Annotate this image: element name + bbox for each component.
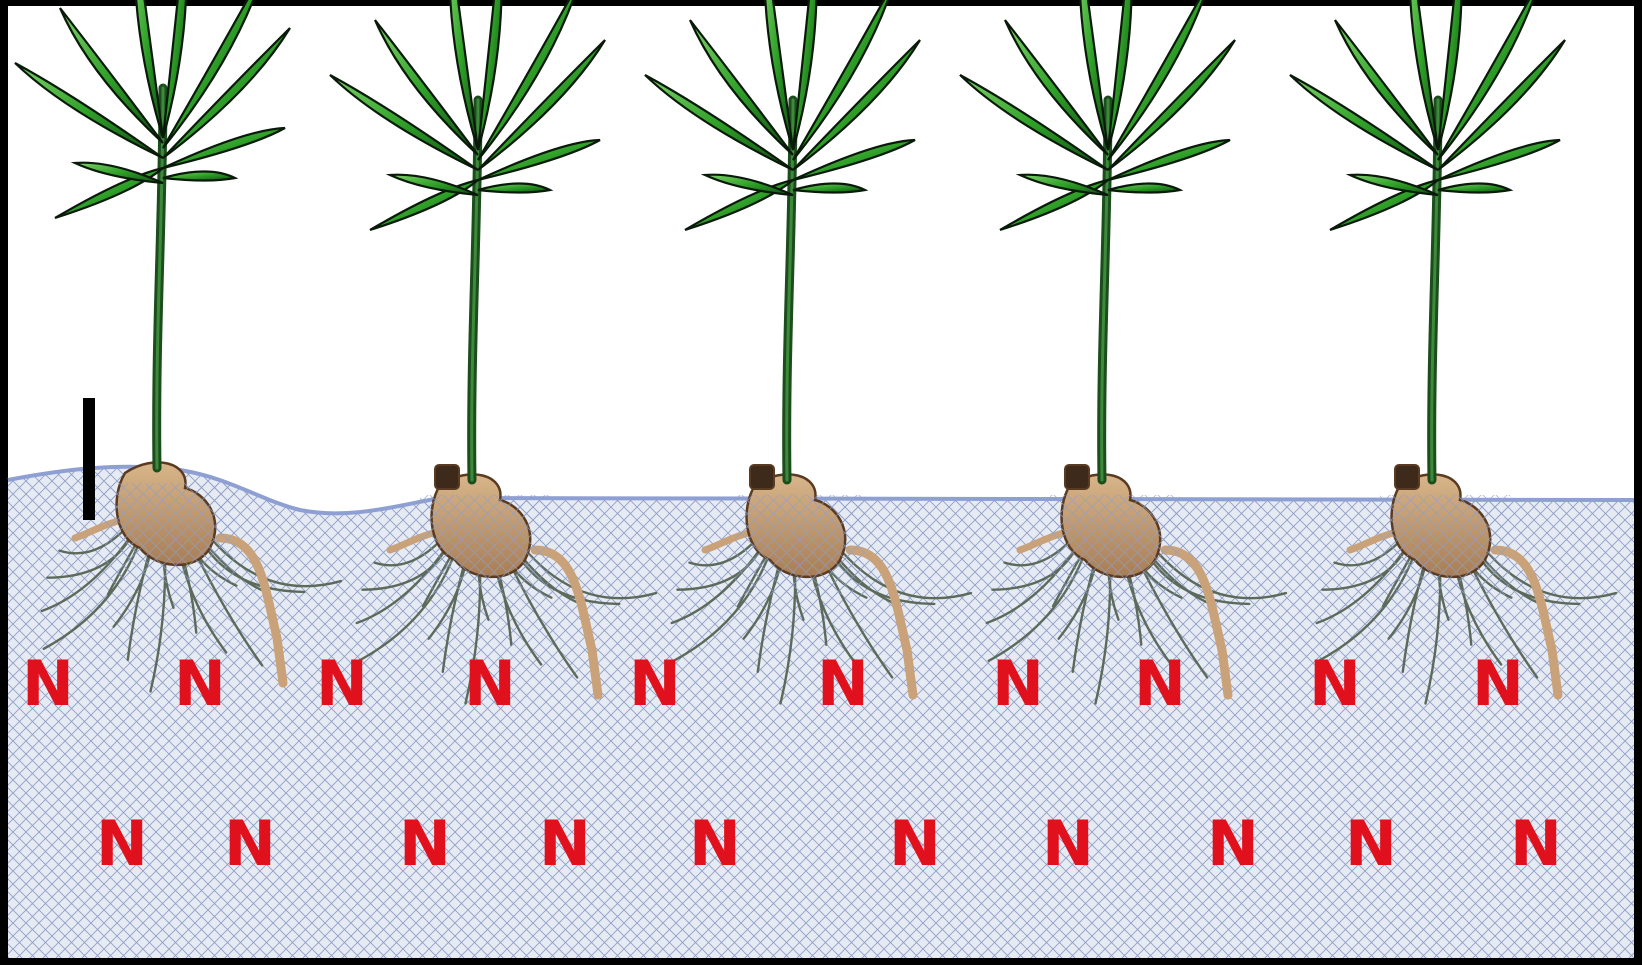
- nutrient-n-label: N: [1207, 807, 1259, 880]
- soil-overlay: [420, 495, 550, 595]
- nutrient-n-label: N: [992, 647, 1044, 720]
- nutrient-n-label: N: [817, 647, 869, 720]
- rhizome-node: [1065, 465, 1089, 489]
- nutrient-n-label: N: [1134, 647, 1186, 720]
- soil-overlay: [1380, 495, 1510, 595]
- nutrient-n-label: N: [96, 807, 148, 880]
- nutrient-n-label: N: [1042, 807, 1094, 880]
- nutrient-n-label: N: [399, 807, 451, 880]
- nutrient-n-label: N: [689, 807, 741, 880]
- nutrient-n-label: N: [1345, 807, 1397, 880]
- nutrient-n-label: N: [464, 647, 516, 720]
- nutrient-n-label: N: [1309, 647, 1361, 720]
- nutrient-n-label: N: [889, 807, 941, 880]
- nutrient-n-label: N: [174, 647, 226, 720]
- nutrient-n-label: N: [629, 647, 681, 720]
- nutrient-n-label: N: [1510, 807, 1562, 880]
- soil-overlay: [1050, 495, 1180, 595]
- scale-marker-bar: [83, 398, 95, 520]
- nutrient-n-label: N: [539, 807, 591, 880]
- rhizome-node: [750, 465, 774, 489]
- nutrient-n-label: N: [1472, 647, 1524, 720]
- nutrient-n-label: N: [224, 807, 276, 880]
- nutrient-n-label: N: [22, 647, 74, 720]
- rhizome-node: [1395, 465, 1419, 489]
- nutrient-n-label: N: [316, 647, 368, 720]
- soil-overlay: [735, 495, 865, 595]
- rhizome-node: [435, 465, 459, 489]
- soil-overlay: [105, 483, 235, 583]
